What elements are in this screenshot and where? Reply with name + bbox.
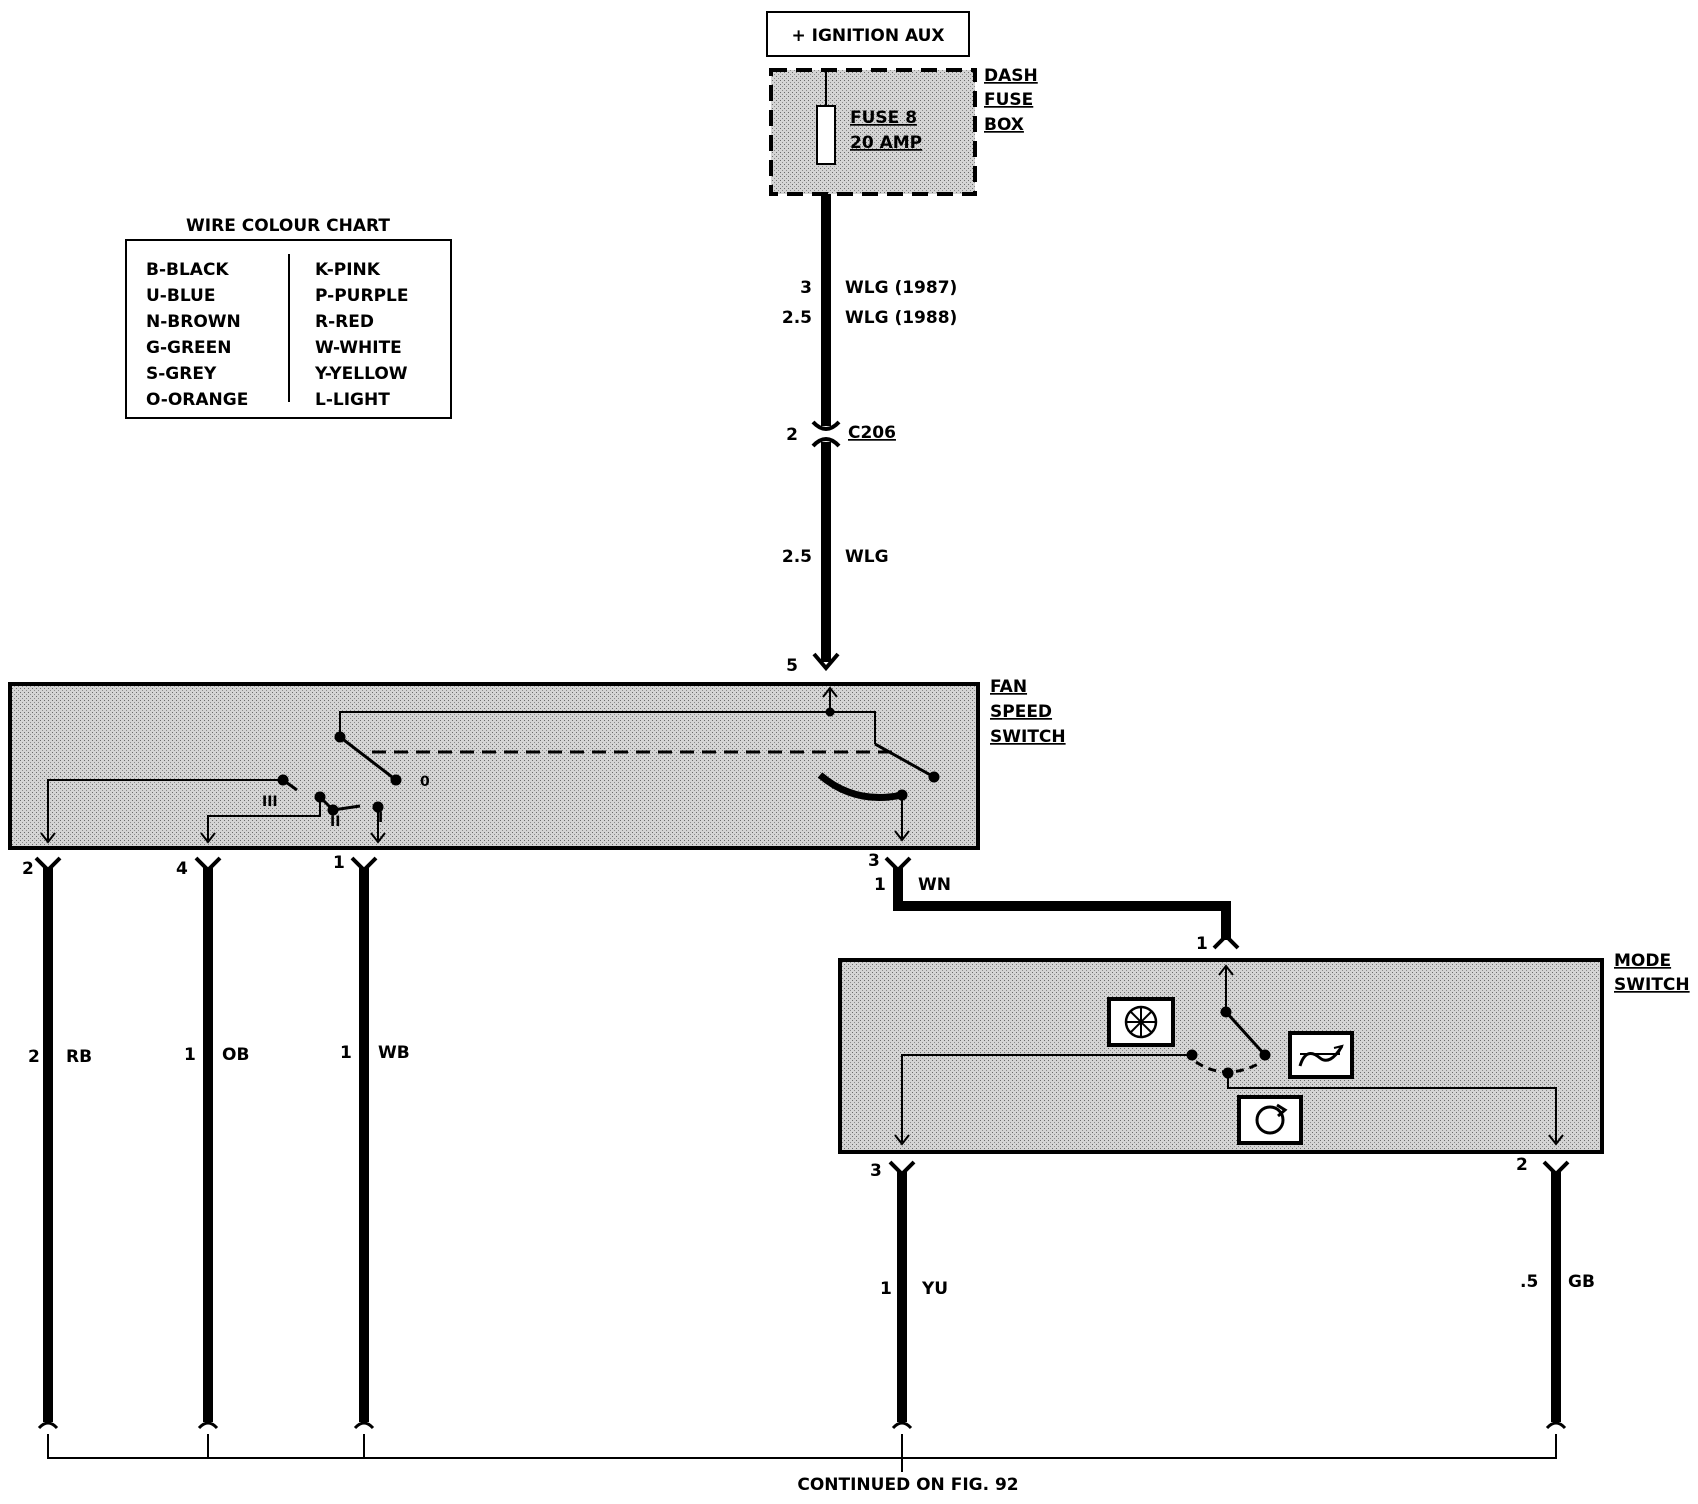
yu-colour-label: YU [921,1279,948,1299]
fuse-box-label-line-3: BOX [984,115,1024,135]
recirculation-icon [1237,1095,1303,1145]
dash-fuse-box: FUSE 8 20 AMP DASH FUSE BOX [769,66,1038,196]
fuse-label-line-2: 20 AMP [850,133,922,153]
feed-wire-wlg: 2 C206 3 WLG (1987) 2.5 WLG (1988) 2.5 W… [782,194,957,676]
c206-pin-label: 2 [786,425,798,445]
fan-switch-input-pin: 5 [786,656,798,676]
fan-switch-label-line-1: FAN [990,677,1027,697]
feed-wire-gauge-lower: 2.5 [782,547,812,567]
fuse-box-label-line-2: FUSE [984,90,1033,110]
link-wire-wn: 3 1 WN 1 [868,851,1240,954]
fan-position-i: I [378,810,383,826]
c206-name-label: C206 [848,423,896,443]
fuse-label-line-1: FUSE 8 [850,108,917,128]
output-wire-ob: 4 1 OB [176,856,249,1430]
continuation-bracket: CONTINUED ON FIG. 92 [47,1434,1557,1495]
yu-pin-label: 3 [870,1161,882,1181]
rb-gauge-label: 2 [28,1047,40,1067]
rb-colour-label: RB [66,1047,92,1067]
wire-colour-entry: K-PINK [315,260,381,280]
feed-wire-colour-lower: WLG [845,547,889,567]
wire-colour-chart: WIRE COLOUR CHART B-BLACK U-BLUE N-BROWN… [125,216,452,419]
mode-switch: MODE SWITCH [838,951,1690,1154]
fan-switch-internal-circuit [40,686,940,844]
ignition-aux-label: + IGNITION AUX [791,26,944,46]
wire-colour-entry: S-GREY [146,364,217,384]
wire-colour-entry: R-RED [315,312,374,332]
output-wire-yu: 3 1 YU [870,1160,948,1430]
fan-icon [1107,997,1175,1047]
fan-switch-label-line-3: SWITCH [990,727,1066,747]
wire-colour-chart-right-column: K-PINK P-PURPLE R-RED W-WHITE Y-YELLOW L… [314,260,408,410]
wire-colour-entry: O-ORANGE [146,390,248,410]
gb-gauge-label: .5 [1520,1272,1538,1292]
mode-switch-internal-circuit [894,964,1564,1146]
wb-colour-label: WB [378,1043,410,1063]
wire-colour-entry: Y-YELLOW [314,364,408,384]
fuse-8-symbol [816,105,836,165]
fan-position-ii: II [330,814,340,830]
c206-connector: 2 C206 [786,420,896,448]
wire-colour-entry: U-BLUE [146,286,215,306]
feed-wire-gauge-1988: 2.5 [782,308,812,328]
wb-pin-label: 1 [333,853,345,873]
feed-wire-colour-1988: WLG (1988) [845,308,957,328]
fuse-box-label-line-1: DASH [984,66,1038,86]
feed-wire-gauge-1987: 3 [800,278,812,298]
fan-switch-pin-3-label: 3 [868,851,880,871]
wire-colour-chart-title: WIRE COLOUR CHART [186,216,390,236]
wire-colour-entry: P-PURPLE [315,286,408,306]
wire-colour-chart-left-column: B-BLACK U-BLUE N-BROWN G-GREEN S-GREY O-… [146,260,248,410]
output-wire-rb: 2 2 RB [22,856,92,1430]
gb-colour-label: GB [1568,1272,1595,1292]
fan-switch-label-line-2: SPEED [990,702,1052,722]
wire-colour-entry: W-WHITE [315,338,402,358]
mode-switch-input-pin: 1 [1196,934,1208,954]
continued-label: CONTINUED ON FIG. 92 [797,1475,1018,1495]
gb-pin-label: 2 [1516,1155,1528,1175]
fan-position-iii: III [262,794,278,810]
wire-colour-entry: L-LIGHT [315,390,390,410]
output-wire-wb: 1 1 WB [333,853,410,1430]
wn-colour-label: WN [918,875,951,895]
ob-colour-label: OB [222,1045,249,1065]
mode-switch-label-line-1: MODE [1614,951,1671,971]
output-wire-gb: 2 .5 GB [1516,1155,1595,1430]
yu-gauge-label: 1 [880,1279,892,1299]
ignition-aux-source: + IGNITION AUX [766,11,970,57]
wire-colour-entry: G-GREEN [146,338,232,358]
wb-gauge-label: 1 [340,1043,352,1063]
rb-pin-label: 2 [22,859,34,879]
ob-gauge-label: 1 [184,1045,196,1065]
wn-gauge-label: 1 [874,875,886,895]
ob-pin-label: 4 [176,859,188,879]
feed-wire-colour-1987: WLG (1987) [845,278,957,298]
mode-switch-label-line-2: SWITCH [1614,975,1690,995]
wire-colour-entry: B-BLACK [146,260,229,280]
fan-speed-switch: FAN SPEED SWITCH [8,677,1066,850]
fan-position-0: 0 [420,774,430,790]
wire-colour-entry: N-BROWN [146,312,241,332]
fresh-air-icon [1288,1031,1354,1079]
